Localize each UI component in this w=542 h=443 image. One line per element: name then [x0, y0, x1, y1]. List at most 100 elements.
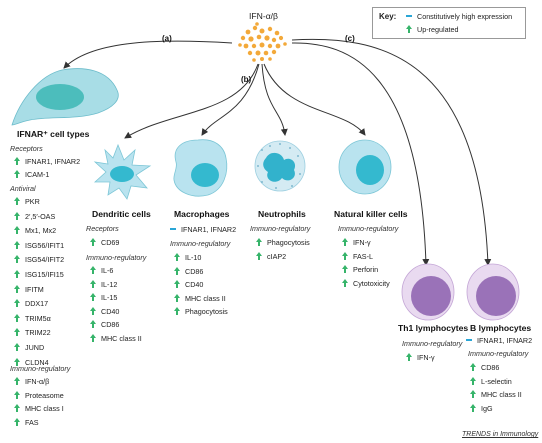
- list-item: TRIM22: [14, 328, 51, 336]
- list-item-label: Proteasome: [25, 390, 64, 400]
- arrow-b-neutrophils: [261, 63, 288, 136]
- upregulated-arrow-icon: [256, 238, 262, 246]
- list-item-label: IFN-γ: [417, 353, 435, 362]
- b-constitutive: IFNAR1, IFNAR2: [466, 337, 532, 344]
- list-item: CD69: [90, 238, 119, 246]
- list-item-label: IL-15: [101, 293, 118, 302]
- upregulated-arrow-icon: [342, 265, 348, 273]
- list-item: IL-12: [90, 279, 118, 289]
- upregulated-arrow-icon: [14, 390, 20, 399]
- upregulated-arrow-icon: [174, 280, 180, 288]
- ifnar-receptors-heading: Receptors: [10, 144, 43, 153]
- neutrophils-immuno-heading: Immuno-regulatory: [250, 224, 311, 233]
- list-item-label: ISG54/IFIT2: [25, 255, 65, 265]
- upregulated-arrow-icon: [90, 306, 96, 315]
- legend-constitutive: Constitutively high expression: [406, 13, 512, 20]
- list-item: IFITM: [14, 284, 44, 294]
- b-title: B lymphocytes: [470, 323, 532, 333]
- branch-label-b: (b): [241, 75, 252, 84]
- list-item-label: Phagocytosis: [267, 238, 310, 247]
- constitutive-marker-icon: [170, 228, 176, 230]
- list-item-label: cIAP2: [267, 251, 287, 261]
- list-item-label: CD40: [185, 280, 204, 289]
- arrow-a: [63, 40, 233, 69]
- list-item: ISG56/IFIT1: [14, 240, 65, 250]
- upregulated-arrow-icon: [14, 240, 20, 249]
- list-item-label: L-selectin: [481, 376, 512, 386]
- list-item-label: CD86: [481, 363, 500, 372]
- ifnar-cell-illustration: [11, 68, 119, 126]
- neutrophils-title: Neutrophils: [258, 209, 306, 219]
- upregulated-arrow-icon: [14, 313, 20, 322]
- list-item: MHC class I: [14, 404, 64, 412]
- upregulated-arrow-icon: [90, 279, 96, 288]
- list-item: Mx1, Mx2: [14, 226, 56, 234]
- branch-label-a: (a): [162, 34, 172, 43]
- branch-label-c: (c): [345, 34, 355, 43]
- list-item: MHC class II: [174, 293, 226, 302]
- list-item-label: IFITM: [25, 284, 44, 294]
- upregulated-arrow-icon: [470, 363, 476, 371]
- list-item-label: PKR: [25, 197, 40, 206]
- list-item-label: ICAM-1: [25, 170, 50, 179]
- macrophages-title: Macrophages: [174, 209, 230, 219]
- legend-upregulated: Up-regulated: [406, 25, 459, 33]
- ifn-particle-cluster: [238, 22, 287, 62]
- list-item: MHC class II: [90, 333, 142, 343]
- upregulated-arrow-icon: [14, 299, 20, 308]
- list-item-label: MHC class II: [101, 333, 142, 343]
- neutrophil-illustration: [254, 140, 306, 192]
- list-item-label: IL-12: [101, 279, 118, 289]
- list-item: Phagocytosis: [256, 238, 310, 246]
- upregulated-arrow-icon: [14, 211, 20, 220]
- list-item: Perforin: [342, 265, 378, 273]
- upregulated-arrow-icon: [90, 333, 96, 342]
- list-item: FAS-L: [342, 251, 373, 260]
- th1-cell-illustration: [401, 263, 455, 321]
- nk-title: Natural killer cells: [334, 209, 408, 219]
- upregulated-arrow-icon: [90, 293, 96, 301]
- list-item: JUND: [14, 343, 44, 351]
- th1-immuno-heading: Immuno-regulatory: [402, 339, 463, 348]
- macrophages-immuno-heading: Immuno-regulatory: [170, 239, 231, 248]
- list-item-label: Mx1, Mx2: [25, 226, 57, 236]
- list-item: IgG: [470, 403, 493, 412]
- upregulated-arrow-icon: [14, 197, 20, 205]
- arrow-b-macrophages: [201, 63, 260, 136]
- macrophage-illustration: [173, 139, 228, 197]
- list-item-label: CD40: [101, 306, 120, 316]
- list-item-label: IFNAR1, IFNAR2: [25, 157, 81, 166]
- list-item: CD86: [174, 266, 203, 275]
- list-item-label: ISG15/IFI15: [25, 270, 64, 279]
- upregulated-arrow-icon: [14, 255, 20, 264]
- nk-cell-illustration: [338, 139, 392, 195]
- list-item-label: DDX17: [25, 299, 49, 309]
- upregulated-arrow-icon: [406, 353, 412, 361]
- upregulated-arrow-icon: [174, 307, 180, 315]
- list-item-label: IL-10: [185, 253, 202, 262]
- list-item: 2′,5′-OAS: [14, 211, 55, 220]
- upregulated-arrow-icon: [256, 251, 262, 260]
- macrophages-constitutive-label: IFNAR1, IFNAR2: [181, 225, 237, 234]
- list-item-label: FAS: [25, 417, 39, 427]
- arrow-c-b: [291, 38, 492, 266]
- constitutive-marker-icon: [406, 15, 412, 17]
- list-item-label: CLDN4: [25, 357, 49, 367]
- upregulated-arrow-icon: [90, 320, 96, 328]
- list-item: ICAM-1: [14, 170, 49, 178]
- arrow-c-th1: [291, 42, 430, 266]
- list-item: MHC class II: [470, 390, 522, 398]
- upregulated-arrow-icon: [14, 343, 20, 351]
- legend-box: Key: Constitutively high expression Up-r…: [372, 7, 526, 39]
- list-item-label: CD86: [101, 320, 120, 329]
- list-item: ISG15/IFI15: [14, 270, 64, 278]
- upregulated-arrow-icon: [342, 278, 348, 287]
- b-cell-illustration: [466, 263, 520, 321]
- list-item: IFN-γ: [406, 353, 435, 361]
- b-immuno-heading: Immuno-regulatory: [468, 349, 529, 358]
- credit-text: TRENDS in Immunology: [462, 431, 539, 438]
- list-item: IL-10: [174, 253, 201, 261]
- list-item-label: ISG56/IFIT1: [25, 240, 65, 250]
- list-item: Proteasome: [14, 390, 64, 400]
- upregulated-arrow-icon: [14, 170, 20, 178]
